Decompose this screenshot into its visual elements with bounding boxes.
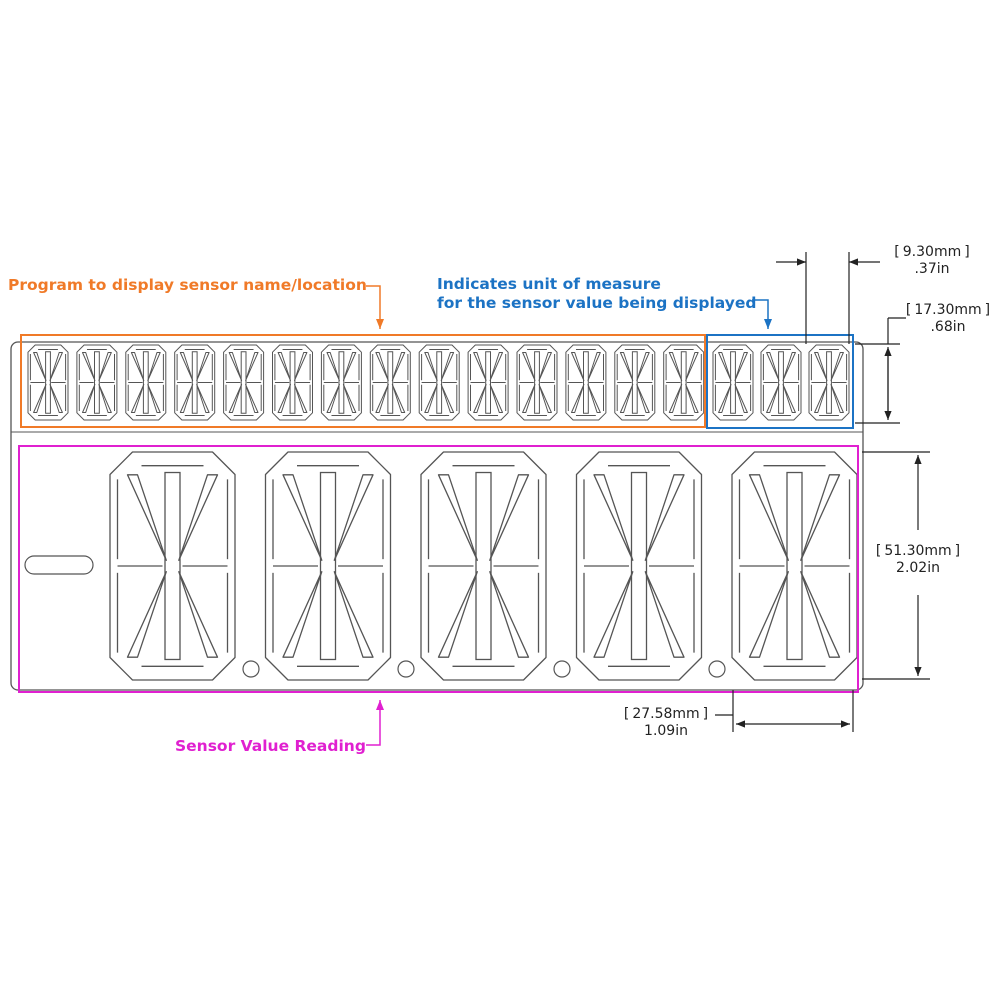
value-character-3	[420, 451, 547, 681]
small-char-width-label: 9.30mm .37in	[887, 244, 977, 278]
large-char-width-in: 1.09in	[644, 723, 688, 739]
unit-callout-leader	[752, 299, 772, 329]
value-callout-label: Sensor Value Reading	[175, 737, 366, 755]
name-character-3	[125, 344, 167, 421]
small-char-height-in: .68in	[930, 319, 966, 335]
large-char-width-label: 27.58mm 1.09in	[614, 706, 718, 740]
value-character-4	[575, 451, 703, 681]
name-character-4	[174, 344, 216, 421]
small-char-width-mm: 9.30mm	[887, 244, 977, 261]
small-char-height-mm: 17.30mm	[898, 302, 998, 319]
name-character-11	[516, 344, 558, 421]
decimal-point-1	[242, 660, 260, 678]
small-char-width-dimension	[776, 252, 880, 344]
name-character-12	[565, 344, 607, 421]
value-character-5	[731, 451, 858, 681]
name-callout-leader	[366, 285, 384, 329]
name-character-5	[223, 344, 265, 421]
display-panel-outline	[10, 341, 864, 691]
name-character-7	[320, 344, 362, 421]
name-character-row	[27, 344, 705, 421]
value-character-row	[109, 451, 858, 681]
unit-character-1	[712, 344, 754, 421]
small-char-height-label: 17.30mm .68in	[898, 302, 998, 336]
name-character-8	[369, 344, 411, 421]
unit-character-3	[808, 344, 850, 421]
large-char-height-label: 51.30mm 2.02in	[866, 543, 970, 577]
name-character-1	[27, 344, 69, 421]
unit-character-2	[760, 344, 802, 421]
name-character-10	[467, 344, 509, 421]
large-char-height-in: 2.02in	[896, 560, 940, 576]
small-char-width-in: .37in	[914, 261, 950, 277]
name-character-2	[76, 344, 118, 421]
decimal-point-4	[708, 660, 726, 678]
name-callout-label: Program to display sensor name/location	[8, 276, 367, 294]
large-char-height-mm: 51.30mm	[866, 543, 970, 560]
name-character-14	[663, 344, 705, 421]
unit-callout-label: Indicates unit of measure for the sensor…	[437, 275, 756, 313]
name-character-9	[418, 344, 460, 421]
value-character-1	[109, 451, 236, 681]
unit-highlight-box	[706, 334, 854, 429]
large-char-height-dimension	[862, 451, 930, 680]
unit-callout-line1: Indicates unit of measure	[437, 275, 661, 293]
name-character-13	[614, 344, 656, 421]
large-char-width-mm: 27.58mm	[614, 706, 718, 723]
decimal-point-2	[397, 660, 415, 678]
decimal-point-3	[553, 660, 571, 678]
unit-callout-line2: for the sensor value being displayed	[437, 294, 757, 312]
value-callout-leader	[366, 700, 384, 746]
value-character-2	[264, 451, 392, 681]
unit-character-row	[712, 344, 850, 421]
name-highlight-box	[20, 334, 706, 428]
minus-sign-segment	[24, 555, 94, 575]
large-char-width-dimension	[715, 690, 854, 732]
name-character-6	[272, 344, 313, 421]
value-highlight-box	[18, 445, 859, 693]
